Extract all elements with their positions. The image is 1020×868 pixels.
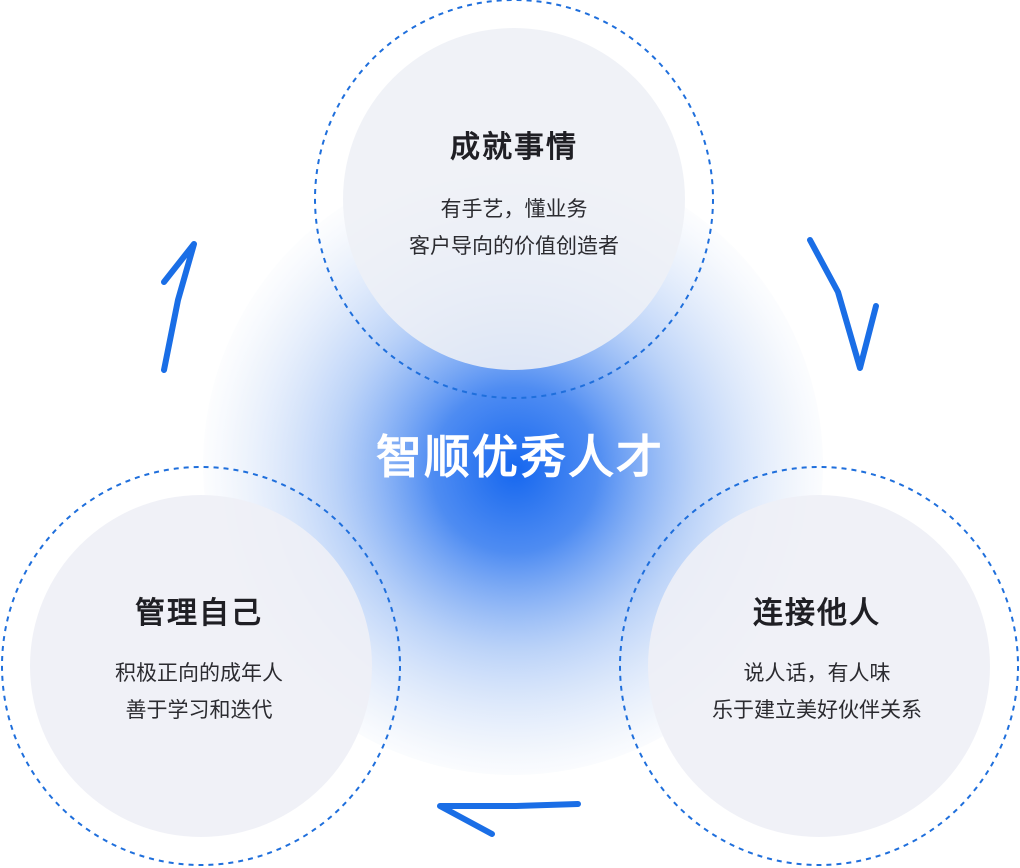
- self-manage-node-circle: [30, 495, 372, 837]
- achieve-node-title: 成就事情: [450, 130, 578, 165]
- center-title: 智顺优秀人才: [376, 430, 664, 484]
- cycle-arrow-top-right-icon: [807, 237, 879, 371]
- connect-node-title: 连接他人: [753, 596, 881, 631]
- cycle-arrow-top-left-icon: [161, 241, 197, 373]
- self-manage-node-line-1: 积极正向的成年人: [115, 661, 283, 685]
- achieve-node-outer-ring: [314, 0, 714, 399]
- achieve-node-circle: [343, 28, 685, 370]
- self-manage-node-outer-ring: [1, 466, 401, 866]
- connect-node-line-2: 乐于建立美好伙伴关系: [712, 698, 922, 722]
- self-manage-node-title: 管理自己: [135, 596, 263, 631]
- self-manage-node-line-2: 善于学习和迭代: [125, 698, 273, 722]
- cycle-arrow-bottom-icon: [437, 801, 581, 837]
- connect-node-circle: [648, 495, 990, 837]
- achieve-node-line-2: 客户导向的价值创造者: [409, 234, 619, 258]
- achieve-node-line-1: 有手艺，懂业务: [440, 197, 588, 221]
- connect-node-line-1: 说人话，有人味: [743, 661, 891, 685]
- connect-node-outer-ring: [619, 466, 1019, 866]
